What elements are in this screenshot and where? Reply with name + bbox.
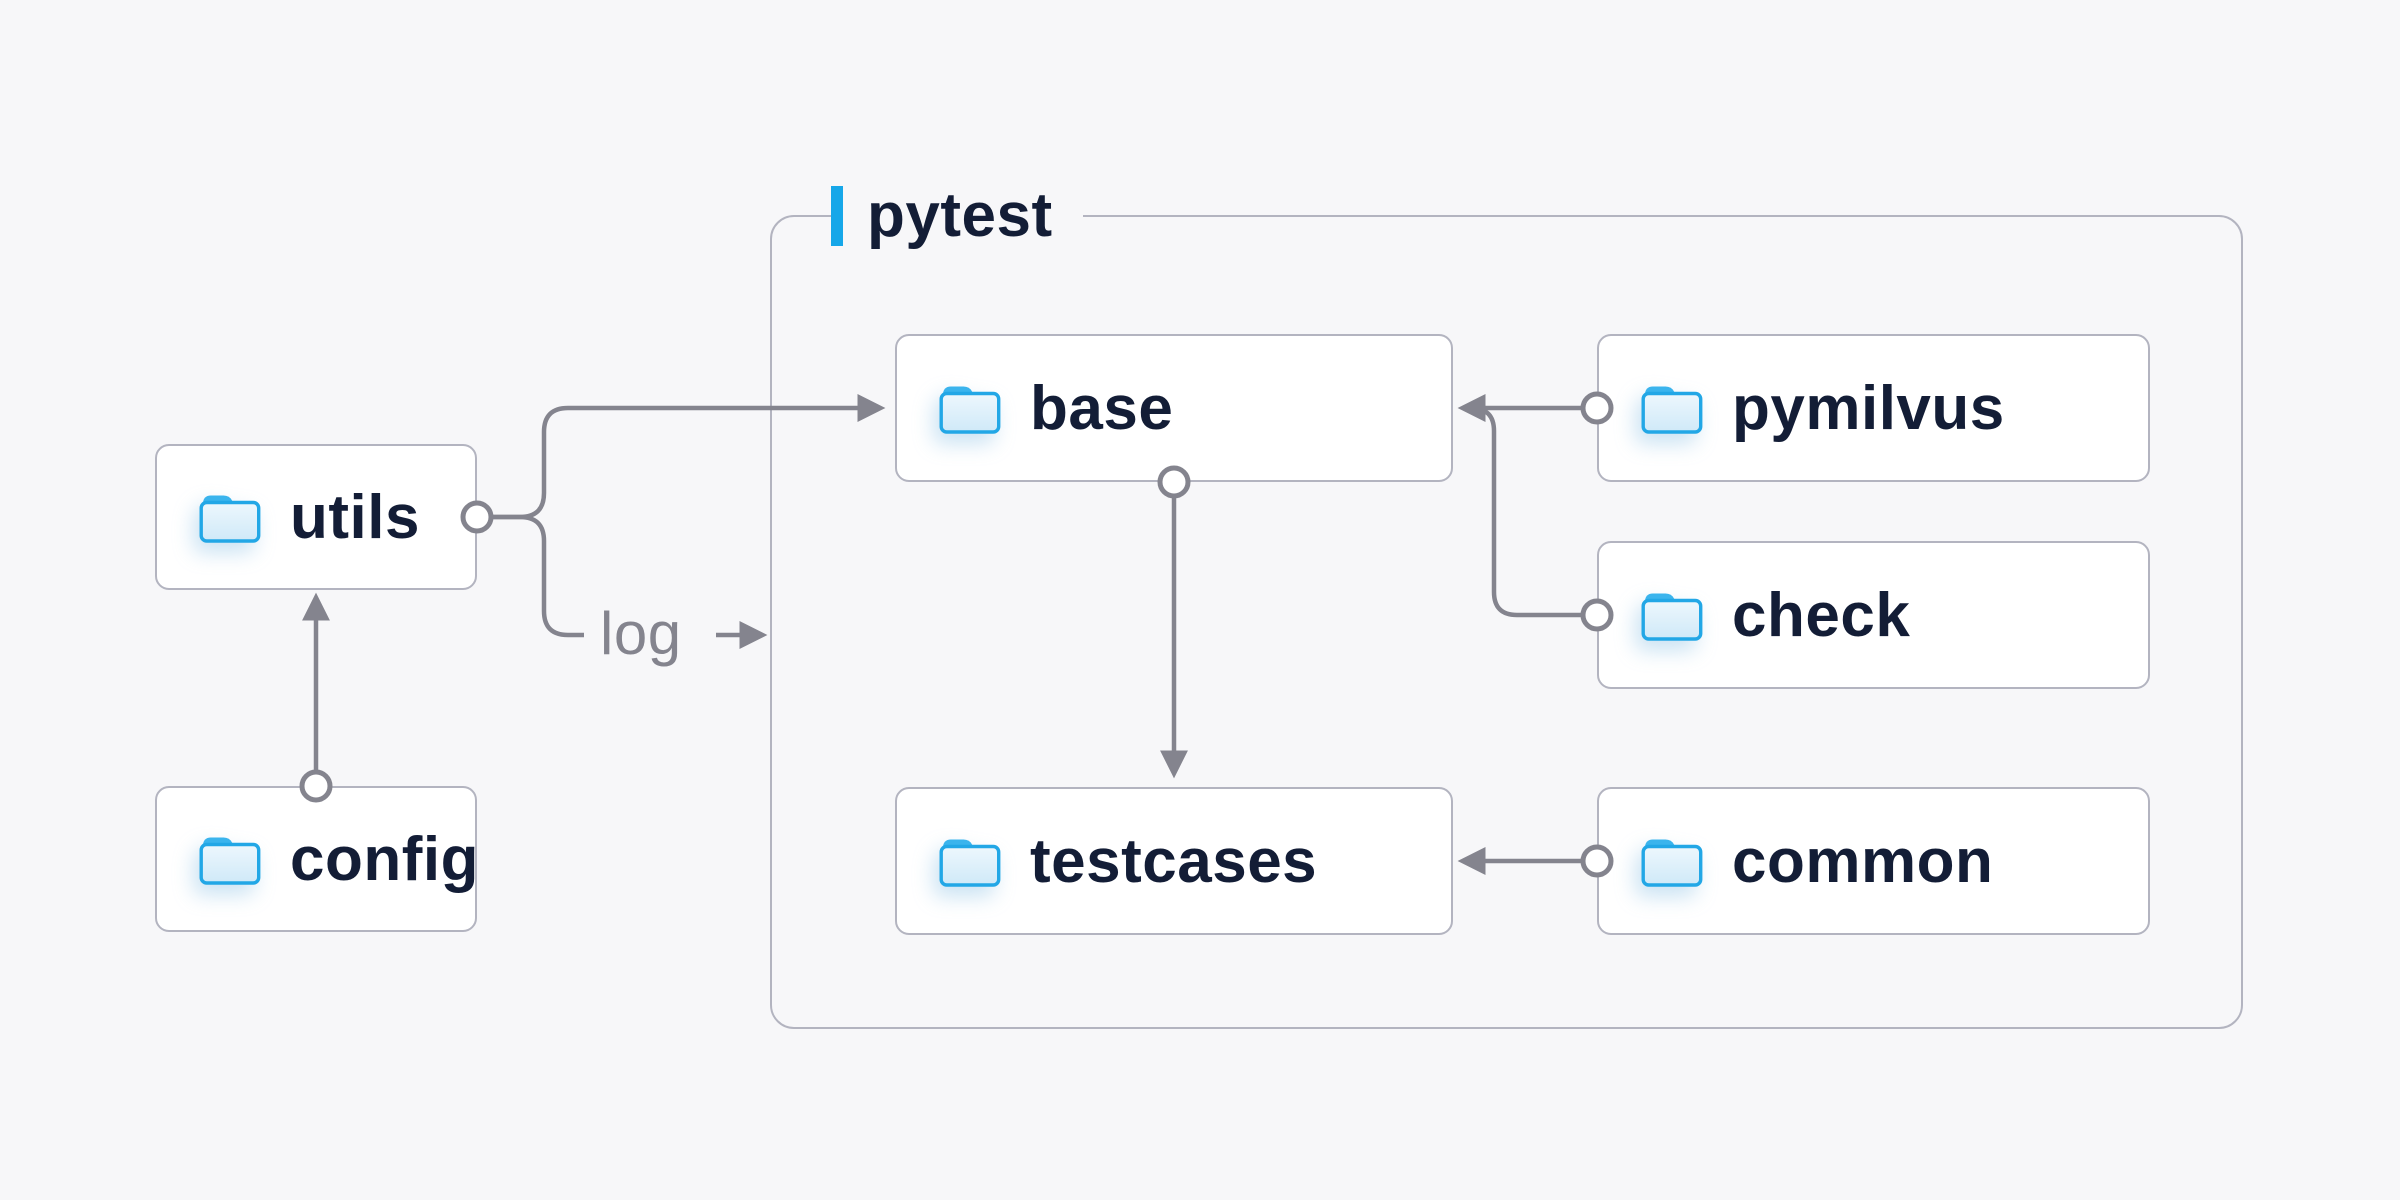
node-label: config — [290, 824, 479, 894]
accent-bar-icon — [831, 186, 843, 246]
node-config: config — [155, 786, 479, 932]
node-common: common — [1597, 787, 2150, 935]
node-check: check — [1597, 541, 2150, 689]
node-base: base — [895, 334, 1453, 482]
folder-icon — [939, 384, 1001, 434]
node-label: check — [1732, 580, 1911, 650]
folder-icon — [1641, 384, 1703, 434]
folder-icon — [1641, 837, 1703, 887]
folder-icon — [939, 837, 1001, 887]
pytest-container: pytest — [770, 185, 2243, 1029]
container-title: pytest — [867, 181, 1053, 250]
folder-icon — [1641, 591, 1703, 641]
edge-label-log: log — [600, 600, 682, 667]
node-pymilvus: pymilvus — [1597, 334, 2150, 482]
node-label: common — [1732, 826, 1994, 896]
node-label: testcases — [1030, 826, 1318, 896]
folder-icon — [199, 835, 261, 885]
node-testcases: testcases — [895, 787, 1453, 935]
pytest-container-label: pytest — [831, 181, 1083, 250]
node-label: pymilvus — [1732, 373, 2005, 443]
node-utils: utils — [155, 444, 477, 590]
node-label: base — [1030, 373, 1174, 443]
edge-utils-log — [491, 514, 584, 638]
node-label: utils — [290, 482, 420, 552]
folder-icon — [199, 493, 261, 543]
